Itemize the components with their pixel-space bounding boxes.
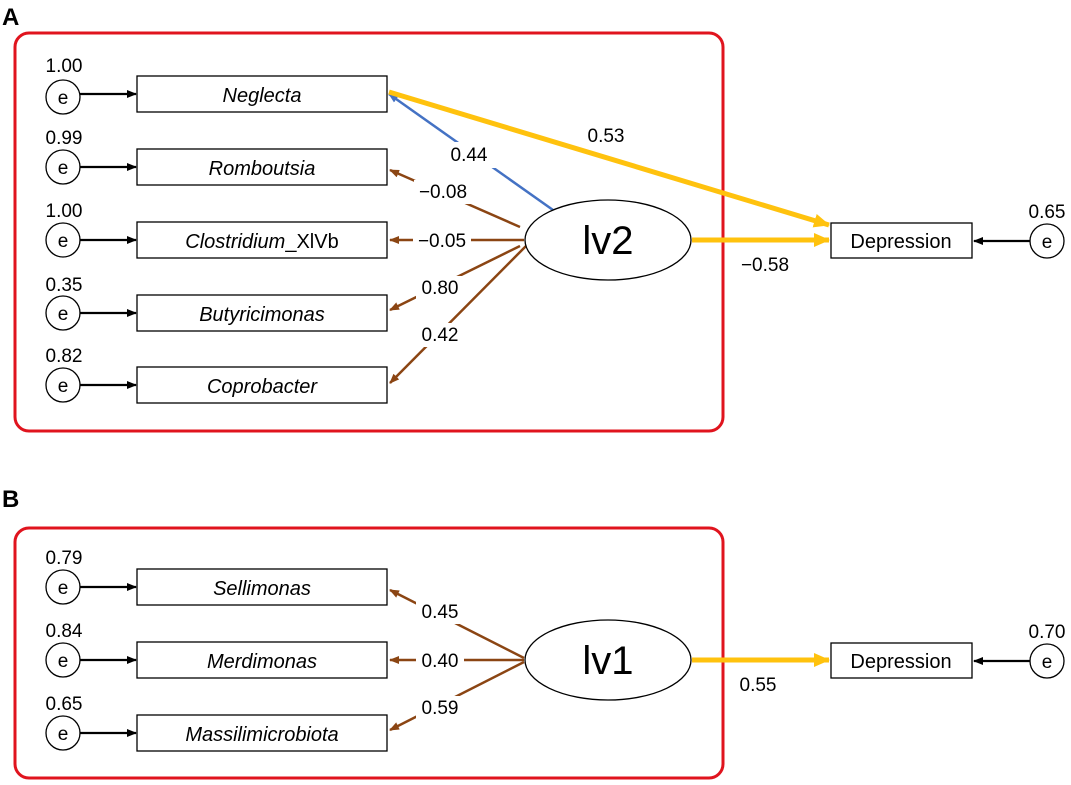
indicator-box [136,641,388,679]
latent-label-lv2: lv2 [582,219,633,263]
indicator-box [136,75,388,113]
error-term-label: e [58,88,69,109]
coef-bg [416,323,464,347]
indicator-label: Butyricimonas [199,304,325,326]
outcome-error-variance: 0.65 [1029,202,1066,223]
error-variance: 0.82 [46,346,83,367]
loading-value-massilimicrobiota: 0.59 [422,698,459,719]
panel-a-border [13,31,725,433]
latent-path-value: 0.55 [740,675,777,696]
indicator-neglecta: 1.00 e Neglecta [45,56,388,115]
latent-variable-lv2 [524,199,692,281]
indicator-merdimonas: 0.84 e Merdimonas [45,621,388,679]
error-term-circle [45,79,81,115]
indicator-box [136,148,388,186]
outcome-box [830,642,973,679]
outcome-error-label: e [1042,652,1053,673]
error-variance: 0.84 [46,621,83,642]
panel-b: B 0.79 e Sellimonas 0.84 e Merdimonas 0.… [2,486,1066,780]
error-term-label: e [58,724,69,745]
coef-bg [441,142,497,168]
indicator-coprobacter: 0.82 e Coprobacter [45,346,388,404]
indicator-romboutsia: 0.99 e Romboutsia [45,128,388,186]
panel-a: A 1.00 e Neglecta 0.99 e Romboutsia 1.00… [2,4,1066,433]
indicator-label: Sellimonas [213,578,311,600]
outcome-error-label: e [1042,232,1053,253]
error-variance: 1.00 [46,201,83,222]
indicator-label: Coprobacter [207,376,318,398]
coef-bg [413,229,471,253]
indicator-label: Neglecta [223,85,302,107]
coef-bg [416,276,464,300]
latent-variable-lv1 [524,619,692,701]
error-variance: 0.65 [46,694,83,715]
outcome-box [830,222,973,259]
loading-value-merdimonas: 0.40 [422,651,459,672]
error-term-label: e [58,304,69,325]
loading-arrow-coprobacter [389,245,527,384]
outcome-error-variance: 0.70 [1029,622,1066,643]
error-variance: 0.99 [46,128,83,149]
error-variance: 1.00 [46,56,83,77]
loading-value-neglecta: 0.44 [451,145,488,166]
error-term-label: e [58,376,69,397]
indicator-butyricimonas: 0.35 e Butyricimonas [45,275,388,332]
panel-b-label: B [2,486,19,513]
outcome-label: Depression [850,651,951,673]
coef-bg [416,649,464,673]
error-variance: 0.79 [46,548,83,569]
error-term-label: e [58,651,69,672]
coef-bg [416,600,464,624]
indicator-label: Merdimonas [207,651,317,673]
direct-path-value: 0.53 [588,126,625,147]
latent-label-lv1: lv1 [582,639,633,683]
indicator-box [136,568,388,606]
indicator-box [136,221,388,259]
loading-value-clostridium: −0.05 [418,231,466,252]
panel-b-border [13,526,725,780]
latent-path-value: −0.58 [741,255,789,276]
outcome-label: Depression [850,231,951,253]
indicator-label: Clostridium_XlVb [185,231,338,253]
error-term-label: e [58,158,69,179]
indicator-box [136,366,388,404]
loading-value-butyricimonas: 0.80 [422,278,459,299]
error-variance: 0.35 [46,275,83,296]
indicator-label: Massilimicrobiota [185,724,338,746]
coef-bg [416,696,464,720]
indicator-sellimonas: 0.79 e Sellimonas [45,548,388,606]
direct-path-arrow [388,89,830,228]
error-term-label: e [58,231,69,252]
error-term-label: e [58,578,69,599]
loading-value-romboutsia: −0.08 [419,182,467,203]
loading-value-coprobacter: 0.42 [422,325,459,346]
indicator-box [136,294,388,332]
coef-bg [414,180,472,204]
indicator-clostridium: 1.00 e Clostridium_XlVb [45,201,388,259]
indicator-label: Romboutsia [209,158,316,180]
loading-value-sellimonas: 0.45 [422,602,459,623]
indicator-massilimicrobiota: 0.65 e Massilimicrobiota [45,694,388,752]
indicator-box [136,714,388,752]
panel-a-label: A [2,4,19,31]
